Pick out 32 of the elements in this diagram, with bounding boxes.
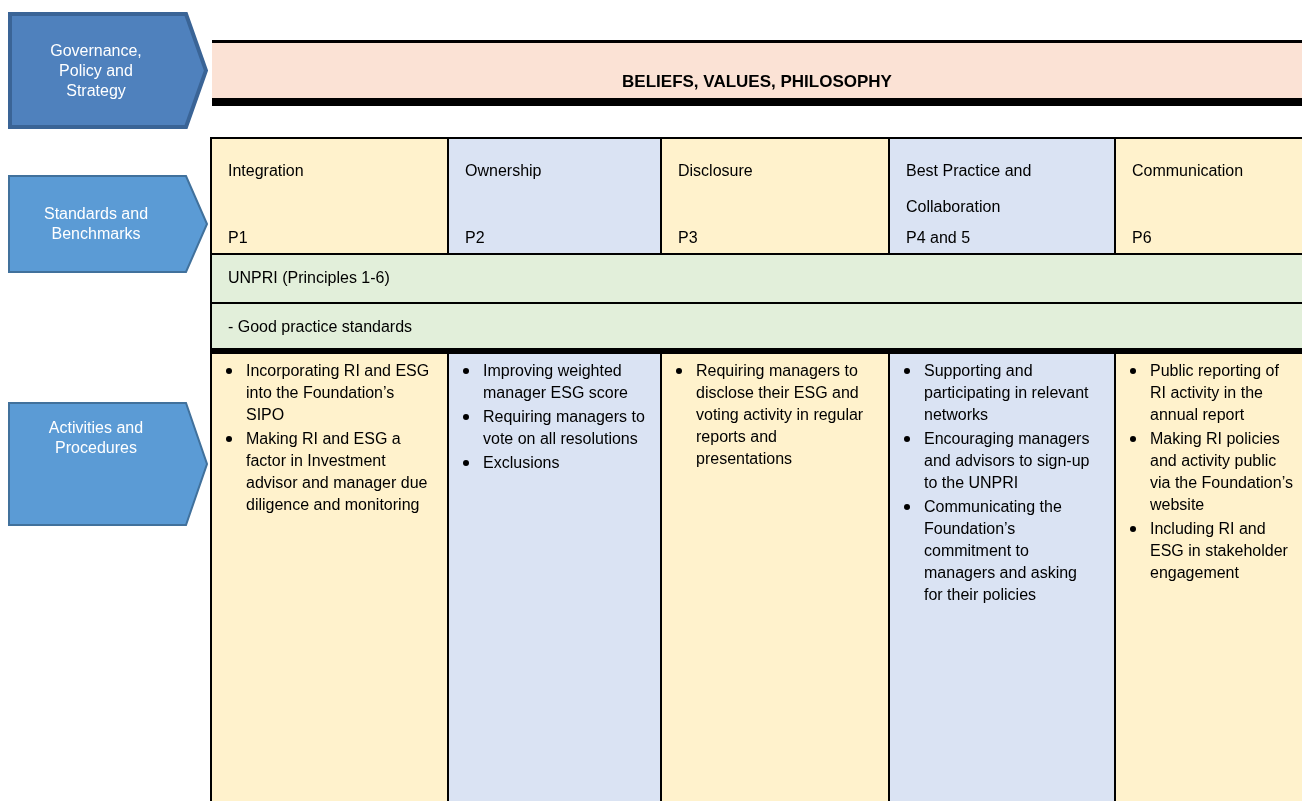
principle-label: P3 xyxy=(678,228,698,248)
bullet-text: Including RI and ESG in stakeholder engagement xyxy=(1150,520,1288,581)
bullet-text: Incorporating RI and ESG into the Foundation’s SIPO xyxy=(246,362,430,423)
bullet-text: Making RI policies and activity public via the Foundation’s website xyxy=(1150,430,1293,513)
arrow-shape xyxy=(8,402,208,526)
bullet-text: Encouraging managers and advisors to sign-up to the UNPRI xyxy=(924,430,1090,491)
principle-label: P4 and 5 xyxy=(906,228,971,248)
row-text: - Good practice standards xyxy=(228,317,413,337)
principle-label: P1 xyxy=(228,228,248,248)
heading-band xyxy=(212,40,1302,106)
band-title: BELIEFS, VALUES, PHILOSOPHY xyxy=(621,72,893,92)
principle-label: P2 xyxy=(465,228,485,248)
column-heading: Disclosure xyxy=(678,161,754,181)
column-heading: Integration xyxy=(228,161,305,181)
column-heading: Ownership xyxy=(465,161,543,181)
principle-label: P6 xyxy=(1132,228,1152,248)
arrow-label: Activities and Procedures xyxy=(47,418,145,458)
bullet-text: Making RI and ESG a factor in Investment advisor and manager due diligence and monitoring xyxy=(246,430,428,513)
bullet-text: Communicating the Foundation’s commitment to managers and asking for their policies xyxy=(924,498,1077,603)
arrow-label: Governance, Policy and Strategy xyxy=(49,40,143,101)
bullet-text: Requiring managers to vote on all resolutions xyxy=(483,408,645,447)
column-heading: Best Practice and Collaboration xyxy=(906,161,1033,217)
bullet-text: Public reporting of RI activity in the annual report xyxy=(1150,362,1279,423)
arrow-label: Standards and Benchmarks xyxy=(42,204,150,244)
row-text: UNPRI (Principles 1-6) xyxy=(228,268,390,288)
bullet-text: Supporting and participating in relevant networks xyxy=(924,362,1089,423)
bullet-text: Requiring managers to disclose their ESG and voting activity in regular reports and presentations xyxy=(696,362,864,467)
bullet-text: Exclusions xyxy=(483,454,560,471)
bullet-text: Improving weighted manager ESG score xyxy=(483,362,628,401)
column-heading: Communication xyxy=(1132,161,1245,181)
arrow-shape xyxy=(8,175,208,273)
arrow-shape xyxy=(8,12,208,129)
